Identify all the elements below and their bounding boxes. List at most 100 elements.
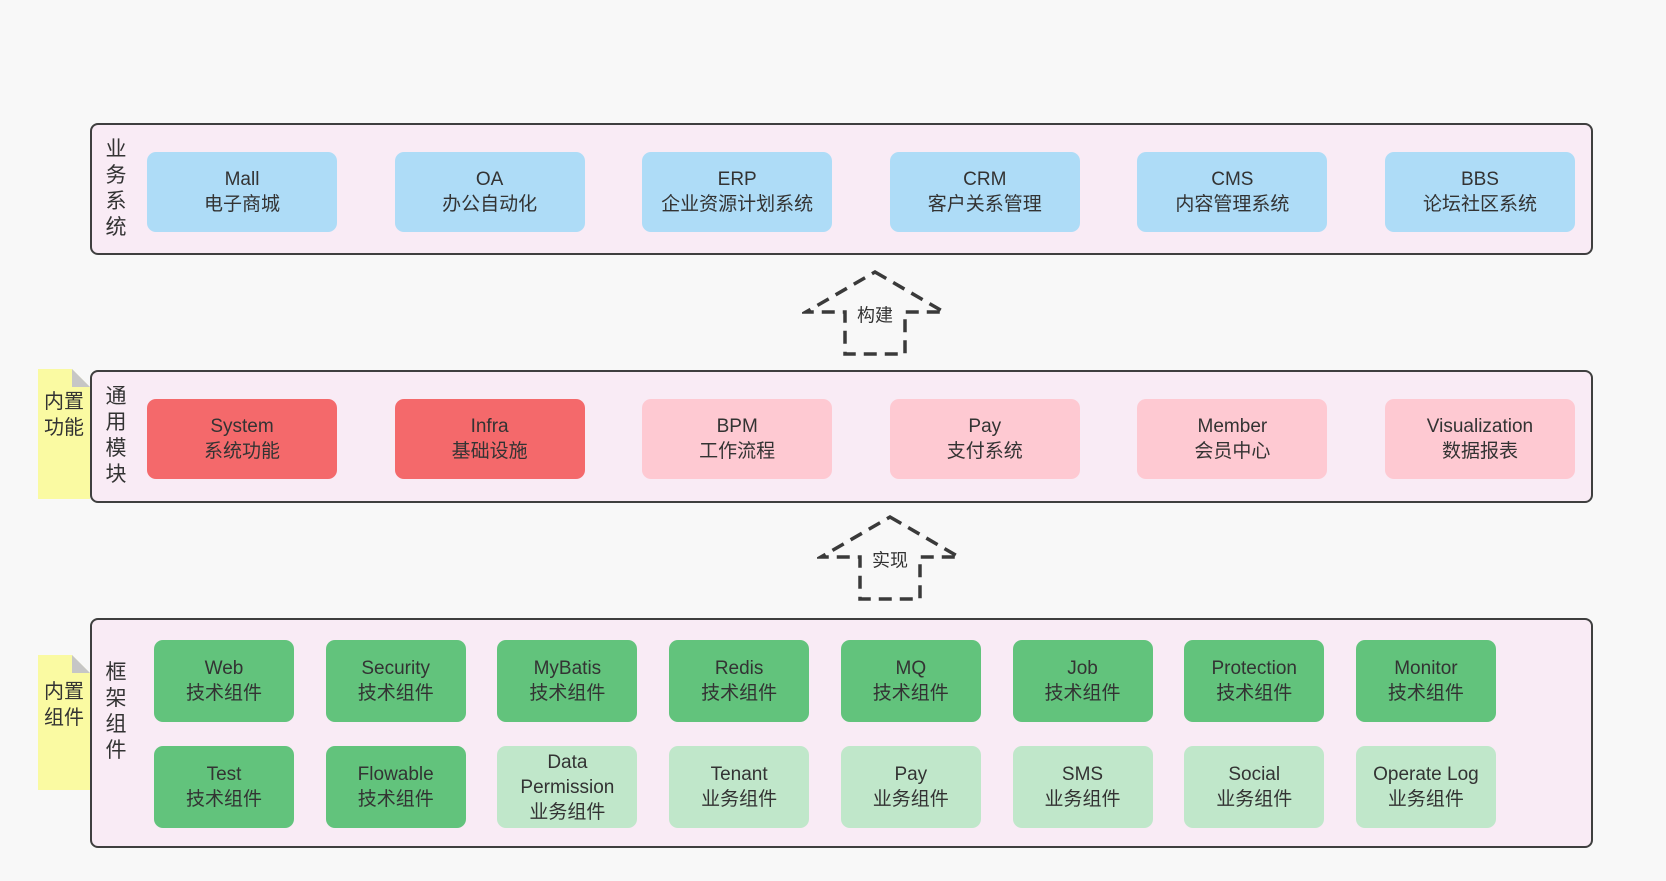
business-systems-row: Mall 电子商城 OA 办公自动化 ERP 企业资源计划系统 CRM 客户关系…: [147, 152, 1575, 232]
box-desc: 工作流程: [699, 441, 776, 462]
box-desc: 技术组件: [872, 683, 949, 704]
sticky-built-in-components: 内置组件: [38, 655, 90, 790]
build-arrow: 构建: [802, 269, 948, 357]
box-flowable: Flowable 技术组件: [325, 746, 466, 828]
box-desc: 内容管理系统: [1175, 194, 1290, 215]
box-desc: 业务组件: [1387, 789, 1464, 810]
box-desc: 支付系统: [946, 441, 1023, 462]
box-pay-module: Pay 支付系统: [889, 399, 1080, 479]
box-name: Member: [1197, 416, 1268, 437]
box-desc: 技术组件: [1216, 683, 1293, 704]
box-desc: 办公自动化: [442, 194, 538, 215]
box-desc: 客户关系管理: [927, 194, 1042, 215]
box-desc: 技术组件: [1044, 683, 1121, 704]
box-social: Social 业务组件: [1184, 746, 1325, 828]
box-name: CRM: [963, 169, 1007, 190]
box-name: Security: [361, 658, 431, 679]
box-name: System: [210, 416, 274, 437]
box-member: Member 会员中心: [1137, 399, 1328, 479]
box-desc: 基础设施: [451, 441, 528, 462]
box-name: MQ: [895, 658, 927, 679]
framework-components-row-1: Web 技术组件 Security 技术组件 MyBatis 技术组件 Redi…: [154, 640, 1496, 722]
box-sms: SMS 业务组件: [1012, 746, 1153, 828]
box-web: Web 技术组件: [154, 640, 294, 722]
box-desc: 技术组件: [1387, 683, 1464, 704]
box-desc: 系统功能: [203, 441, 280, 462]
box-oa: OA 办公自动化: [394, 152, 585, 232]
box-name: OA: [475, 169, 504, 190]
box-bpm: BPM 工作流程: [642, 399, 833, 479]
band-framework-components-label: 框架组件: [105, 661, 127, 762]
box-desc: 电子商城: [203, 194, 280, 215]
box-name: MyBatis: [533, 658, 602, 679]
box-desc: 会员中心: [1194, 441, 1271, 462]
box-redis: Redis 技术组件: [669, 640, 810, 722]
box-job: Job 技术组件: [1012, 640, 1153, 722]
band-common-modules-label: 通用模块: [105, 385, 127, 486]
up-arrow-icon: [817, 514, 963, 601]
box-name: SMS: [1061, 764, 1104, 785]
box-name: Redis: [714, 658, 764, 679]
box-pay-component: Pay 业务组件: [840, 746, 981, 828]
box-name: Mall: [224, 169, 260, 190]
box-erp: ERP 企业资源计划系统: [642, 152, 833, 232]
box-name: ERP: [717, 169, 757, 190]
box-name: Infra: [470, 416, 509, 437]
box-name: Pay: [968, 416, 1002, 437]
box-cms: CMS 内容管理系统: [1137, 152, 1328, 232]
box-monitor: Monitor 技术组件: [1355, 640, 1496, 722]
box-bbs: BBS 论坛社区系统: [1384, 152, 1575, 232]
common-modules-row: System 系统功能 Infra 基础设施 BPM 工作流程 Pay 支付系统…: [147, 399, 1575, 479]
build-arrow-label: 构建: [854, 304, 896, 327]
implement-arrow-label: 实现: [869, 549, 911, 572]
sticky-fold-corner: [72, 655, 90, 673]
box-desc: 业务组件: [1216, 789, 1293, 810]
sticky-built-in-features: 内置功能: [38, 369, 90, 499]
box-security: Security 技术组件: [325, 640, 466, 722]
implement-arrow: 实现: [817, 514, 963, 602]
box-mq: MQ 技术组件: [840, 640, 981, 722]
box-desc: 技术组件: [357, 683, 434, 704]
box-desc: 技术组件: [357, 789, 434, 810]
box-desc: 技术组件: [701, 683, 778, 704]
box-name: BPM: [716, 416, 758, 437]
box-crm: CRM 客户关系管理: [889, 152, 1080, 232]
sticky-built-in-features-label: 内置功能: [44, 391, 84, 439]
box-name: Pay: [894, 764, 928, 785]
box-mybatis: MyBatis 技术组件: [497, 640, 638, 722]
box-name: Test: [206, 764, 242, 785]
box-desc: 数据报表: [1441, 441, 1518, 462]
box-name: Flowable: [357, 764, 434, 785]
box-operate-log: Operate Log 业务组件: [1355, 746, 1496, 828]
sticky-fold-corner: [72, 369, 90, 387]
box-desc: 技术组件: [529, 683, 606, 704]
box-system: System 系统功能: [147, 399, 337, 479]
box-desc: 业务组件: [701, 789, 778, 810]
box-name: Visualization: [1426, 416, 1534, 437]
band-business-systems-label: 业务系统: [105, 138, 127, 239]
box-desc: 业务组件: [1044, 789, 1121, 810]
box-desc: 技术组件: [185, 683, 262, 704]
box-tenant: Tenant 业务组件: [669, 746, 810, 828]
box-name: Job: [1067, 658, 1098, 679]
box-desc: 业务组件: [872, 789, 949, 810]
box-name: CMS: [1211, 169, 1254, 190]
band-business-systems: 业务系统 Mall 电子商城 OA 办公自动化 ERP 企业资源计划系统 CRM…: [90, 123, 1593, 255]
box-test: Test 技术组件: [154, 746, 294, 828]
box-data-permission: Data Permission 业务组件: [497, 746, 638, 828]
band-framework-components: 框架组件 Web 技术组件 Security 技术组件 MyBatis 技术组件…: [90, 618, 1593, 848]
box-desc: 论坛社区系统: [1422, 194, 1537, 215]
framework-components-row-2: Test 技术组件 Flowable 技术组件 Data Permission …: [154, 746, 1496, 828]
box-name: Tenant: [710, 764, 768, 785]
up-arrow-icon: [802, 269, 948, 356]
band-common-modules: 通用模块 System 系统功能 Infra 基础设施 BPM 工作流程 Pay…: [90, 370, 1593, 503]
box-desc: 企业资源计划系统: [661, 194, 814, 215]
box-protection: Protection 技术组件: [1184, 640, 1325, 722]
box-name: Operate Log: [1373, 764, 1479, 785]
sticky-built-in-components-label: 内置组件: [44, 681, 84, 729]
box-name: BBS: [1460, 169, 1499, 190]
box-name: Web: [204, 658, 244, 679]
box-visualization: Visualization 数据报表: [1384, 399, 1575, 479]
box-name: Protection: [1211, 658, 1297, 679]
